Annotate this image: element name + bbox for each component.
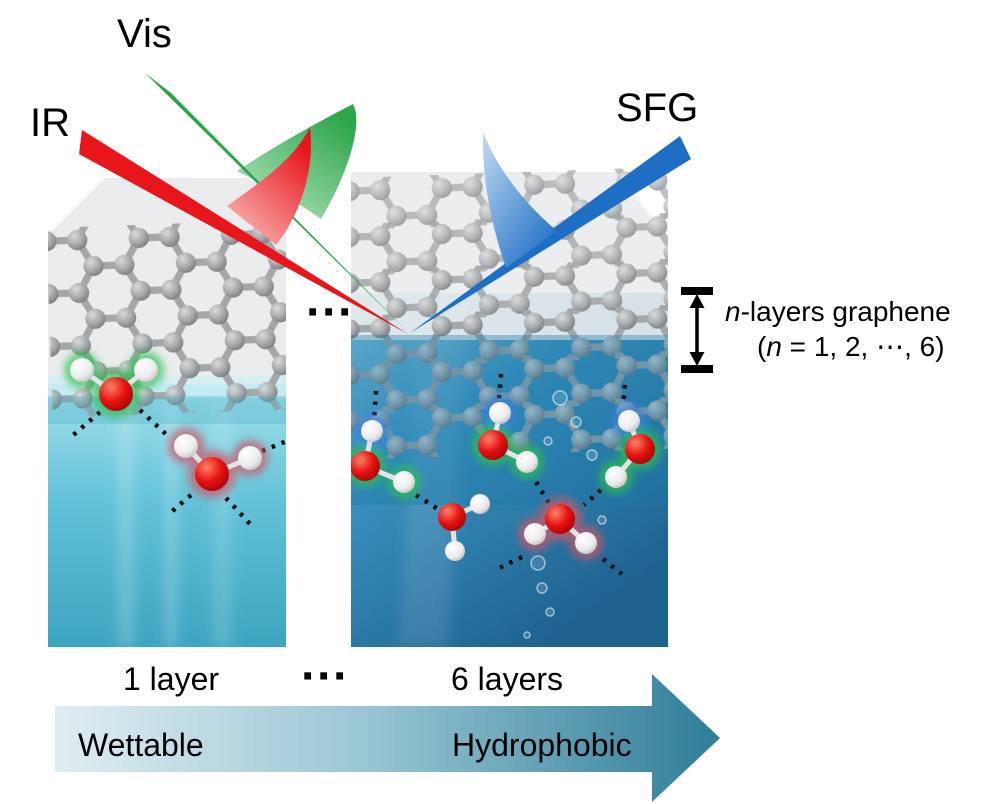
sfg-label: SFG [616,86,698,130]
ir-pulse-icon [227,127,312,245]
water-molecule-dangling-oh-right [599,404,661,494]
hydrogen-bond-dots-right [371,373,628,576]
n-layers-caption-line2: (n = 1, 2, ⋯, 6) [757,331,945,362]
hydrogen-bond-dots-left [69,408,286,527]
n-layers-arrow [681,287,713,373]
ir-beam [79,130,408,334]
left-panel-caption: 1 layer [123,661,219,697]
graphene-sheet-single [48,219,286,418]
slab-left-edge [48,177,105,235]
wettable-label: Wettable [78,727,204,763]
water-molecule-red-glow-right [518,497,603,560]
ir-label: IR [30,101,70,145]
gradient-arrow-shape [55,674,720,802]
ellipsis-bottom: ··· [301,650,349,703]
n-layers-caption-line1: n-layers graphene [725,296,951,327]
sfg-pulse-icon [482,132,557,268]
water-molecule-dangling-oh-middle [472,396,544,479]
water-molecule-dangling-oh-left [351,414,421,499]
right-panel-caption: 6 layers [451,661,563,697]
laser-beams [79,73,691,334]
ellipsis-mid: ··· [306,286,354,339]
panel-1-layer [48,177,286,647]
bubbles [523,390,607,639]
submerged-tint-left [48,396,286,424]
hydrophobic-label: Hydrophobic [452,727,632,763]
vis-label: Vis [117,12,172,56]
wettability-arrow: Wettable Hydrophobic [55,674,720,802]
water-molecule-red-glow [168,428,268,498]
water-molecule-green-glow [64,352,164,418]
water-molecule-plain [438,494,490,561]
